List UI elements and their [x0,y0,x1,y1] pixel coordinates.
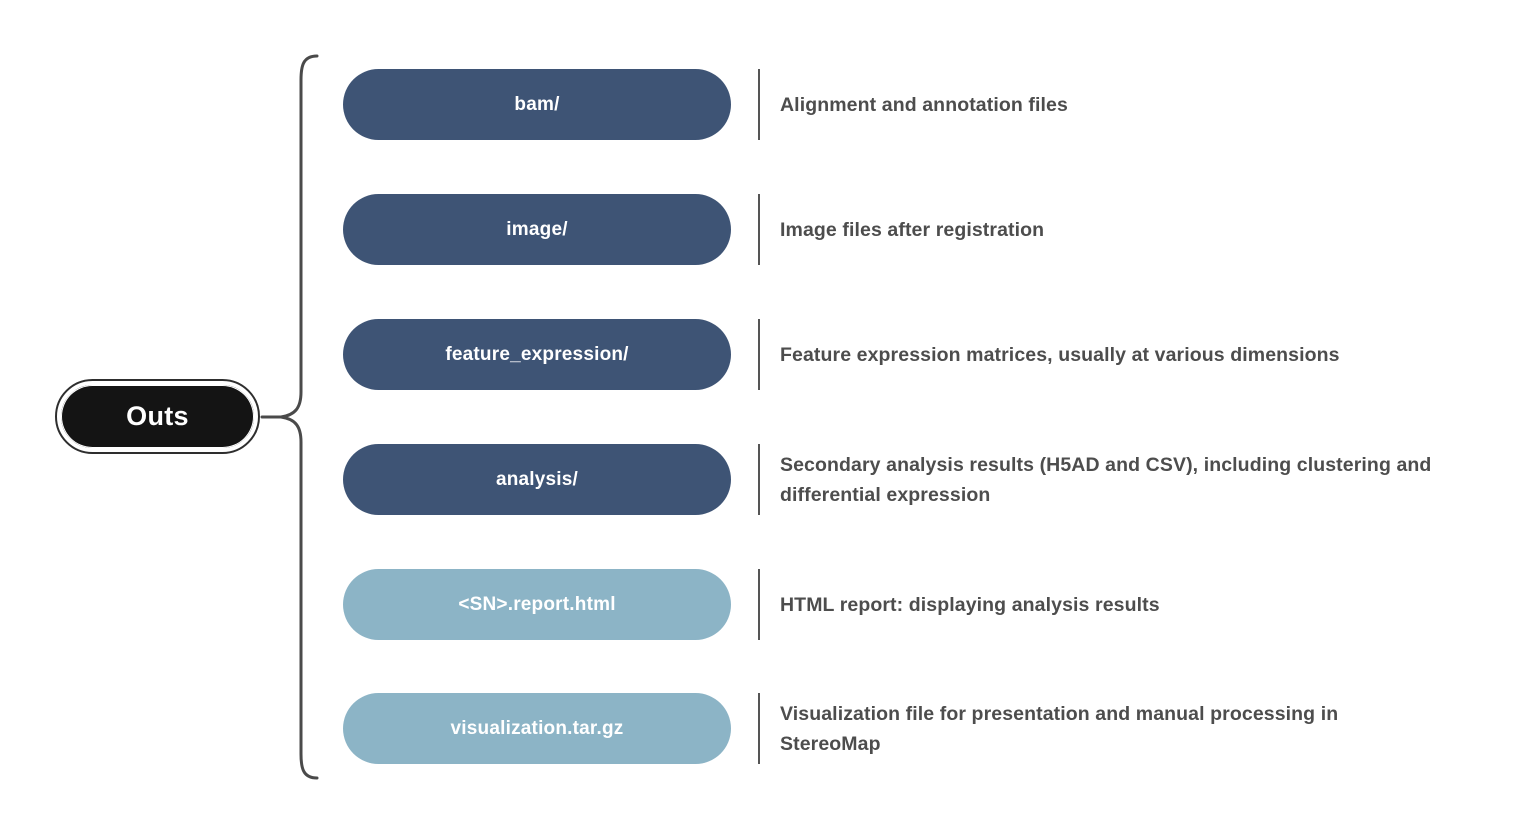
curly-brace-connector [260,54,319,780]
root-node-label: Outs [126,401,189,431]
description-text: HTML report: displaying analysis results [780,593,1160,616]
row-visualization: visualization.tar.gz Visualization file … [343,693,1463,764]
pill-analysis[interactable]: analysis/ [343,444,731,515]
pill-label-visualization: visualization.tar.gz [450,718,624,739]
pill-label-bam: bam/ [514,94,560,115]
description-feature-expression: Feature expression matrices, usually at … [780,319,1463,390]
row-divider [758,69,760,140]
pill-label-feature-expression: feature_expression/ [445,344,629,365]
description-image: Image files after registration [780,194,1463,265]
row-image: image/ Image files after registration [343,194,1463,265]
row-divider [758,319,760,390]
pill-visualization[interactable]: visualization.tar.gz [343,693,731,764]
row-divider [758,569,760,640]
row-bam: bam/ Alignment and annotation files [343,69,1463,140]
description-analysis: Secondary analysis results (H5AD and CSV… [780,444,1463,515]
pill-label-analysis: analysis/ [495,469,579,490]
description-text: Image files after registration [780,218,1045,241]
description-text: Secondary analysis results (H5AD and CSV… [780,453,1432,506]
row-divider [758,693,760,764]
pill-report-html[interactable]: <SN>.report.html [343,569,731,640]
root-node-outs[interactable]: Outs [55,379,260,454]
row-report-html: <SN>.report.html HTML report: displaying… [343,569,1463,640]
row-divider [758,444,760,515]
pill-feature-expression[interactable]: feature_expression/ [343,319,731,390]
description-text: Feature expression matrices, usually at … [780,343,1340,366]
pill-label-image: image/ [506,219,568,240]
description-text: Visualization file for presentation and … [780,702,1339,755]
row-divider [758,194,760,265]
row-analysis: analysis/ Secondary analysis results (H5… [343,444,1463,515]
description-bam: Alignment and annotation files [780,69,1463,140]
pill-bam[interactable]: bam/ [343,69,731,140]
row-feature-expression: feature_expression/ Feature expression m… [343,319,1463,390]
pill-image[interactable]: image/ [343,194,731,265]
description-text: Alignment and annotation files [780,93,1068,116]
pill-label-report-html: <SN>.report.html [458,594,616,615]
description-visualization: Visualization file for presentation and … [780,693,1463,764]
description-report-html: HTML report: displaying analysis results [780,569,1463,640]
